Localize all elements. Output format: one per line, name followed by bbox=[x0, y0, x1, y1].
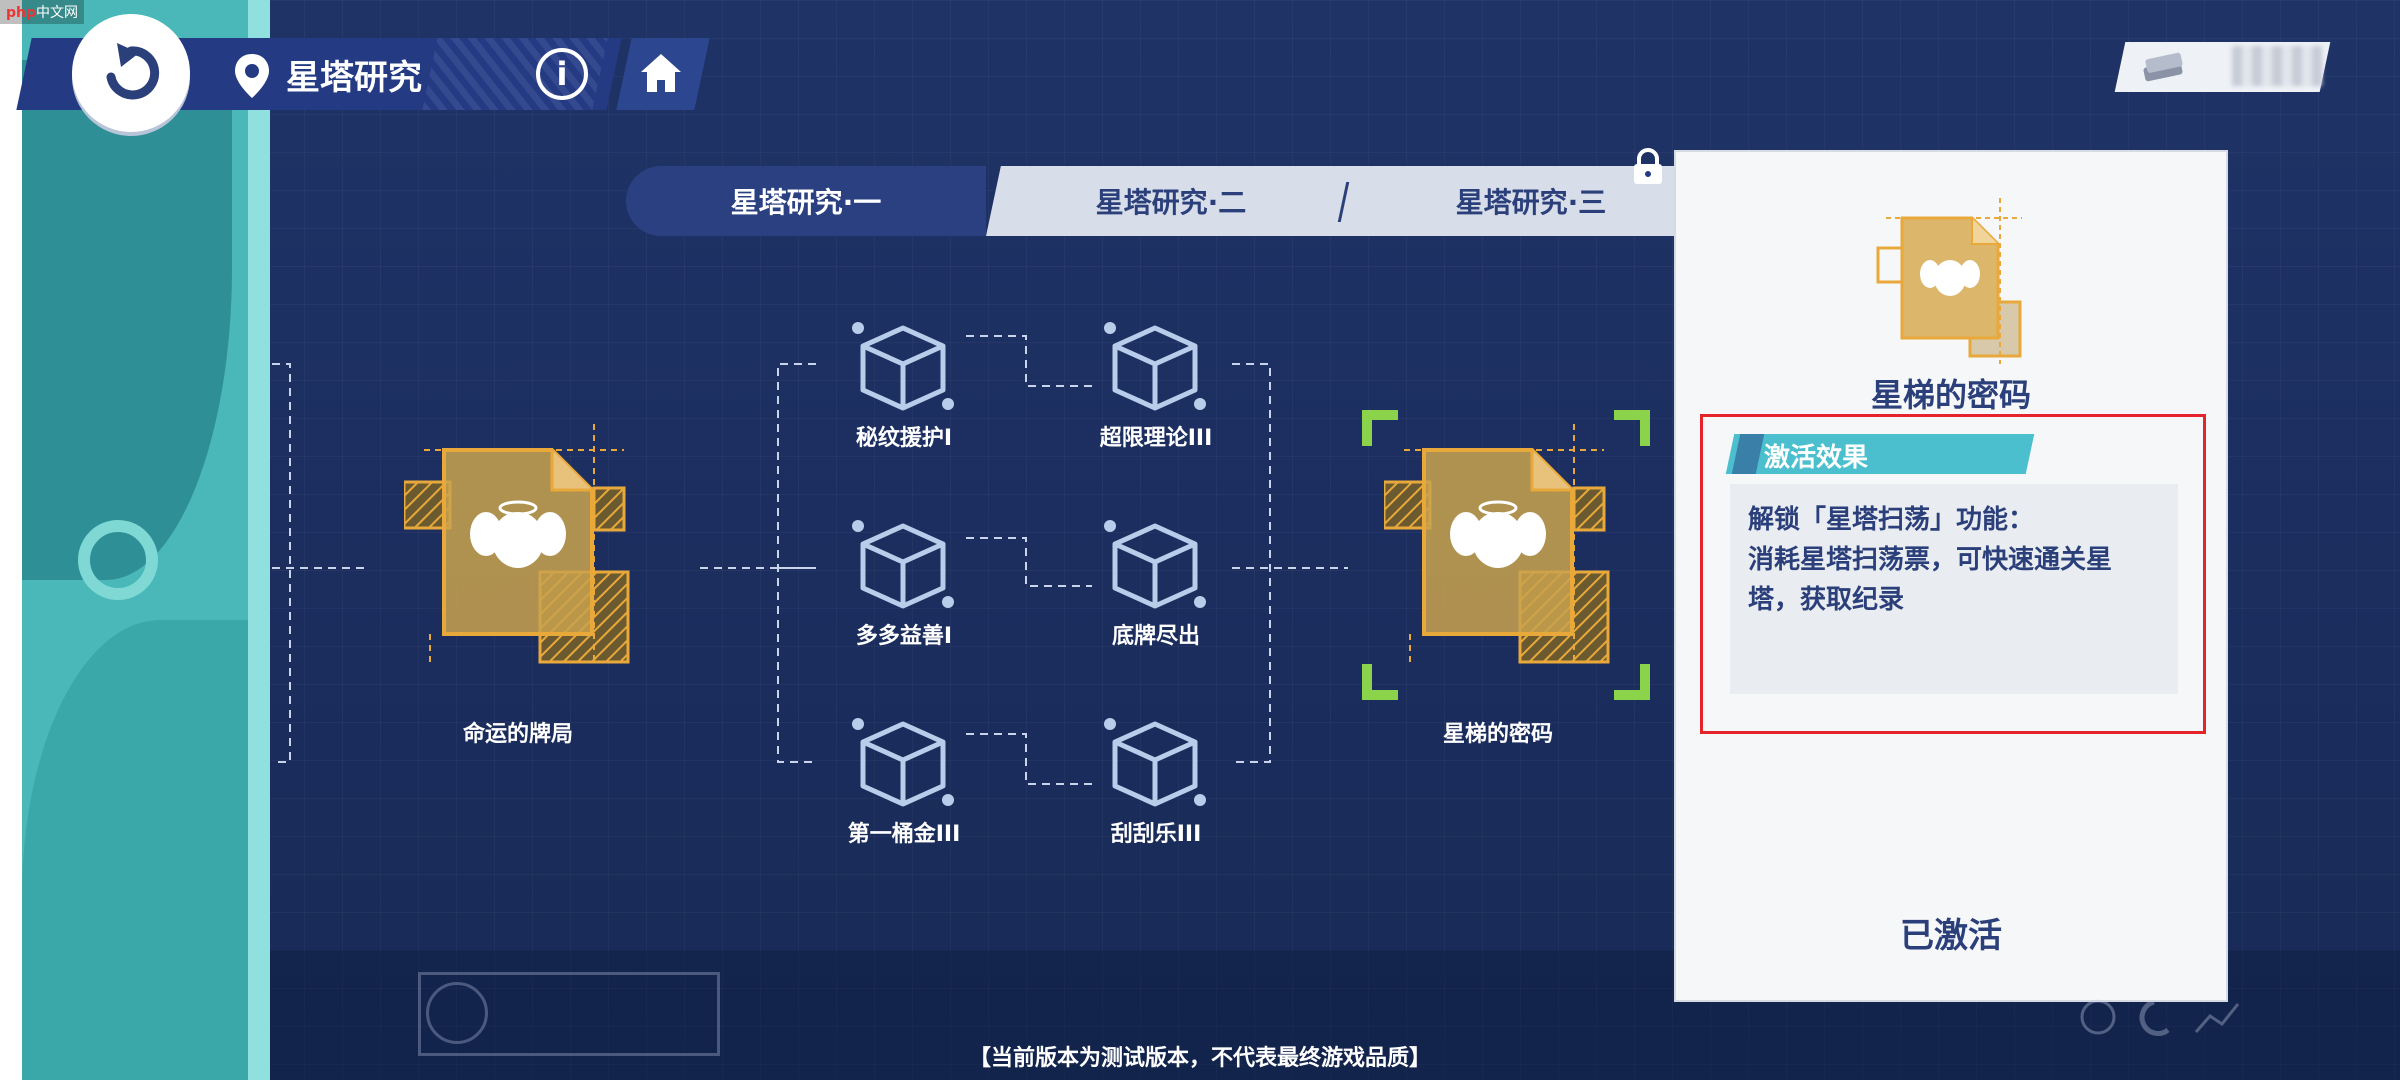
effect-line-2: 消耗星塔扫荡票，可快速通关星 bbox=[1748, 545, 2113, 575]
tab-research-1[interactable]: 星塔研究·一 bbox=[626, 166, 986, 236]
cube-icon-5[interactable] bbox=[848, 714, 958, 814]
test-version-notice: 【当前版本为测试版本，不代表最终游戏品质】 bbox=[968, 1046, 1431, 1071]
cube-icon-4[interactable] bbox=[1100, 516, 1210, 616]
lock-icon bbox=[1634, 148, 1662, 184]
detail-title: 星梯的密码 bbox=[1870, 376, 2031, 414]
cube-icon-1[interactable] bbox=[848, 318, 958, 418]
tab-research-3[interactable]: 星塔研究·三 bbox=[1455, 186, 1607, 219]
card-icon-stair[interactable] bbox=[1384, 424, 1614, 674]
selection-brackets bbox=[1362, 410, 1650, 700]
effect-highlight-frame bbox=[1700, 414, 2206, 734]
detail-card-icon bbox=[1876, 198, 2022, 364]
cube-icon-6[interactable] bbox=[1100, 714, 1210, 814]
back-arrow-icon bbox=[106, 43, 160, 100]
cube-icon-2[interactable] bbox=[1100, 318, 1210, 418]
tab-bar: 星塔研究·一 星塔研究·二 星塔研究·三 bbox=[626, 166, 1701, 236]
activation-status: 已激活 bbox=[1900, 916, 2002, 956]
effect-line-1: 解锁「星塔扫荡」功能： bbox=[1748, 505, 2035, 535]
decorative-corner-icons bbox=[2080, 999, 2240, 1036]
effect-text-box bbox=[1730, 484, 2178, 694]
card-icon-fate[interactable] bbox=[404, 424, 634, 674]
node-label-1: 秘纹援护I bbox=[855, 426, 953, 451]
character-art-panel bbox=[0, 0, 270, 1080]
decorative-stamp-circle bbox=[426, 982, 488, 1044]
cube-icon-3[interactable] bbox=[848, 516, 958, 616]
decorative-stamp bbox=[418, 972, 720, 1056]
node-label-2: 超限理论III bbox=[1099, 426, 1213, 451]
back-button[interactable] bbox=[72, 14, 190, 132]
site-watermark: php中文网 bbox=[0, 0, 85, 24]
node-label-3: 多多益善I bbox=[855, 624, 953, 649]
page-title: 星塔研究 bbox=[286, 58, 422, 98]
node-label-fate: 命运的牌局 bbox=[462, 722, 573, 747]
tab-research-2[interactable]: 星塔研究·二 bbox=[1095, 186, 1247, 219]
node-label-5: 第一桶金III bbox=[847, 822, 961, 847]
effect-line-3: 塔，获取纪录 bbox=[1748, 585, 1905, 615]
node-label-6: 刮刮乐III bbox=[1110, 822, 1202, 847]
location-pin-icon bbox=[235, 54, 269, 98]
node-label-4: 底牌尽出 bbox=[1111, 624, 1200, 649]
effect-label: 激活效果 bbox=[1764, 443, 1869, 473]
home-icon[interactable] bbox=[638, 50, 684, 96]
currency-value-blurred bbox=[2232, 46, 2322, 86]
info-icon[interactable]: i bbox=[536, 48, 588, 100]
ticket-stack-icon bbox=[2143, 52, 2183, 82]
node-label-stair: 星梯的密码 bbox=[1442, 722, 1553, 747]
effect-description: 解锁「星塔扫荡」功能： 消耗星塔扫荡票，可快速通关星 塔，获取纪录 bbox=[1748, 500, 2168, 620]
